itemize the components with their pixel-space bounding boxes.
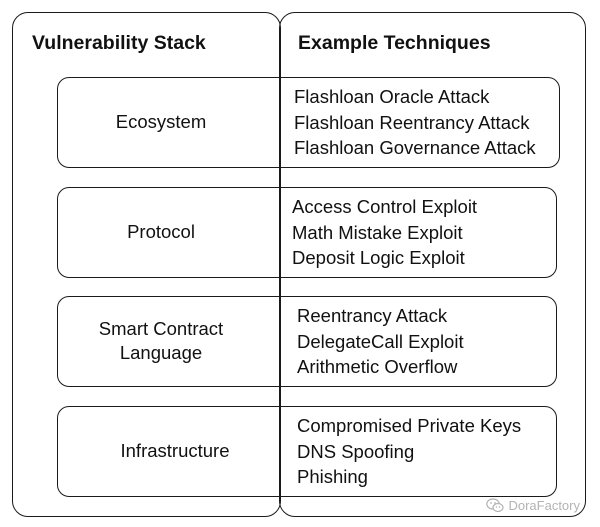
technique-item: Flashloan Governance Attack: [294, 137, 536, 158]
technique-item: Flashloan Reentrancy Attack: [294, 111, 530, 133]
layer-label-infrastructure: Infrastructure: [120, 440, 230, 461]
layer-row-protocol: [57, 187, 557, 278]
technique-item: Phishing: [297, 466, 368, 487]
watermark-text: DoraFactory: [508, 498, 580, 513]
layer-label-smart-contract-language: Smart Contract Language: [98, 318, 224, 363]
technique-item: DelegateCall Exploit: [297, 330, 464, 352]
technique-item: Math Mistake Exploit: [292, 221, 463, 243]
example-techniques-column: [279, 12, 586, 517]
technique-item: Arithmetic Overflow: [297, 356, 458, 377]
layer-row-smart-contract-language: [57, 296, 557, 387]
layer-label-ecosystem: Ecosystem: [115, 111, 207, 132]
layer-row-ecosystem: [57, 77, 560, 168]
vulnerability-stack-column: [12, 12, 281, 517]
layer-row-infrastructure: [57, 406, 557, 497]
technique-item: Deposit Logic Exploit: [292, 247, 465, 268]
wechat-icon: [486, 498, 505, 513]
technique-item: Reentrancy Attack: [297, 305, 448, 326]
watermark: DoraFactory: [486, 498, 580, 513]
example-techniques-header: Example Techniques: [298, 32, 491, 54]
technique-list-infrastructure: Compromised Private Keys DNS Spoofing Ph…: [297, 413, 521, 490]
technique-list-smart-contract-language: Reentrancy Attack DelegateCall Exploit A…: [297, 303, 464, 380]
technique-item: Access Control Exploit: [292, 196, 478, 217]
layer-label-protocol: Protocol: [127, 221, 195, 242]
technique-item: Compromised Private Keys: [297, 415, 522, 436]
vulnerability-stack-header: Vulnerability Stack: [32, 32, 206, 54]
technique-list-protocol: Access Control Exploit Math Mistake Expl…: [292, 194, 477, 271]
technique-item: Flashloan Oracle Attack: [294, 86, 490, 107]
technique-item: DNS Spoofing: [297, 440, 415, 462]
technique-list-ecosystem: Flashloan Oracle Attack Flashloan Reentr…: [294, 84, 536, 161]
